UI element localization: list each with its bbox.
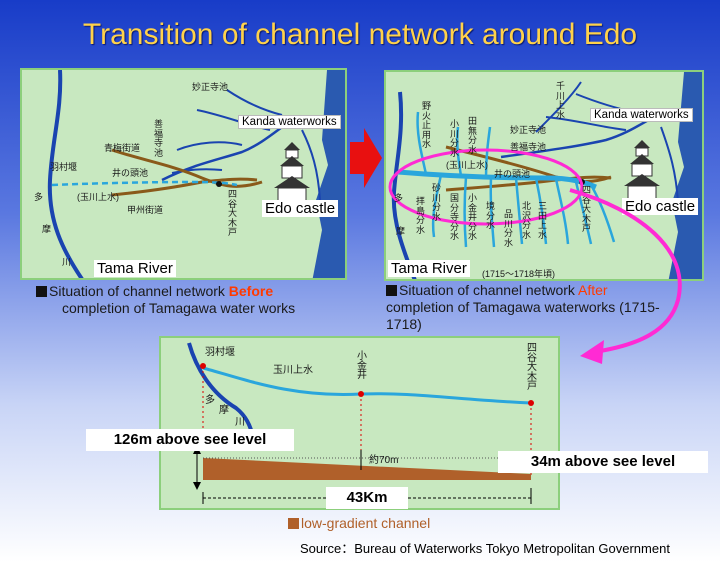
distance-label: 43Km [326, 487, 408, 509]
tama-river-line [47, 70, 84, 278]
profile-panel: 羽村堰 玉川上水 小金井 四谷大木戸 多 摩 川 約70m [159, 336, 560, 510]
label-tamagawa: 玉川上水 [273, 365, 313, 376]
label-hamura: 羽村堰 [50, 162, 78, 172]
label-ta: 多 [394, 193, 404, 203]
label-senkawa: 千川上水 [556, 81, 566, 120]
ome-road-line [111, 148, 263, 188]
label-tama-river: Tama River [388, 260, 470, 277]
label-kitazawa: 北沢分水 [522, 201, 532, 240]
label-myoshoji: 妙正寺池 [510, 125, 547, 135]
label-koshu: 甲州街道 [127, 205, 164, 215]
label-kanda-waterworks: Kanda waterworks [590, 108, 693, 122]
label-nobidome: 野火止用水 [422, 101, 432, 149]
label-sakai: 境分水 [486, 201, 496, 230]
yotsuya-dot [216, 181, 222, 187]
yotsuya-dot [528, 400, 534, 406]
label-depth: 約70m [369, 455, 399, 466]
map-before-drawing [47, 70, 345, 278]
label-zenpukuji: 善福寺池 [510, 142, 547, 152]
myoshoji-stream-line [545, 116, 627, 131]
legend-square-icon [288, 518, 299, 529]
bullet-square-icon [36, 286, 47, 297]
coast-stream-line [660, 126, 679, 203]
label-koganei: 小金井分水 [468, 193, 478, 241]
label-date: (1715～1718年頃) [482, 269, 556, 279]
label-sunagawa: 砂川分水 [432, 183, 442, 222]
label-ma: 摩 [219, 405, 229, 416]
label-tamagawa: (玉川上水) [446, 160, 488, 170]
label-kokubunji: 国分寺分水 [450, 193, 460, 241]
coast-stream-line [301, 129, 321, 201]
label-inokashira: 井の頭池 [494, 169, 531, 179]
branch-channels [416, 111, 616, 248]
tamagawa-line [202, 366, 532, 405]
profile-drawing [187, 342, 534, 504]
caption-before: Situation of channel network Before comp… [36, 283, 356, 317]
hamura-dot [200, 363, 206, 369]
label-ogawa: 小川分水 [450, 119, 460, 158]
label-tanashi: 田無分水 [468, 116, 478, 155]
label-kawa: 川 [62, 257, 72, 267]
label-ma: 摩 [396, 226, 406, 236]
label-yotsuya: 四谷大木戸 [527, 343, 537, 392]
label-inokashira: 井の頭池 [112, 168, 149, 178]
sea-shape [668, 72, 702, 279]
label-tama-river: Tama River [94, 260, 176, 277]
label-hamura: 羽村堰 [205, 347, 235, 358]
tamagawa-dashed-line [51, 180, 238, 187]
end-elevation-label: 34m above see level [498, 451, 708, 473]
map-after: 野火止用水 小川分水 田無分水 千川上水 妙正寺池 善福寺池 (玉川上水) 井の… [384, 70, 704, 281]
senkawa-line [535, 81, 582, 133]
highlight-ellipse [388, 148, 584, 226]
inokashira-stream-line [171, 168, 223, 174]
label-mita: 三田上水 [538, 201, 548, 240]
label-yotsuya: 四谷大木戸 [228, 189, 238, 237]
label-tamagawa: (玉川上水) [77, 192, 119, 202]
magenta-arrow-icon [569, 188, 682, 364]
label-yotsuya: 四谷大木戸 [582, 185, 592, 233]
label-haijima: 拝島分水 [416, 196, 426, 235]
label-shinagawa: 品川分水 [504, 209, 514, 248]
start-elevation-label: 126m above see level [86, 429, 294, 451]
tama-river-line [187, 342, 255, 439]
koshu-road-line [111, 177, 258, 197]
caption-after: Situation of channel network After compl… [386, 282, 660, 332]
label-edo-castle: Edo castle [262, 200, 339, 217]
label-ta: 多 [34, 192, 44, 202]
label-koganei: 小金井 [357, 351, 367, 381]
page-title: Transition of channel network around Edo [82, 18, 638, 51]
label-zenpukuji: 善福寺池 [154, 119, 164, 158]
zenpukuji-stream-line [176, 141, 243, 151]
red-arrow-icon [350, 128, 382, 188]
map-before: 妙正寺池 善福寺池 青梅街道 井の頭池 羽村堰 (玉川上水) 甲州街道 四谷大木… [20, 68, 347, 280]
map-after-drawing [388, 72, 702, 279]
label-myoshoji: 妙正寺池 [192, 82, 229, 92]
label-ta: 多 [205, 395, 215, 406]
gradient-wedge [203, 458, 531, 480]
label-edo-castle: Edo castle [622, 198, 699, 215]
source-credit: Source：Bureau of Waterworks Tokyo Metrop… [300, 541, 670, 556]
label-ome: 青梅街道 [104, 143, 141, 153]
bullet-square-icon [386, 285, 397, 296]
koganei-dot [358, 391, 364, 397]
label-kanda-waterworks: Kanda waterworks [238, 115, 341, 129]
label-kawa: 川 [235, 417, 245, 428]
tama-river-line [391, 91, 417, 279]
legend-low-gradient: low-gradient channel [288, 515, 430, 531]
upper-stream-line [226, 89, 283, 116]
label-ma: 摩 [42, 224, 52, 234]
